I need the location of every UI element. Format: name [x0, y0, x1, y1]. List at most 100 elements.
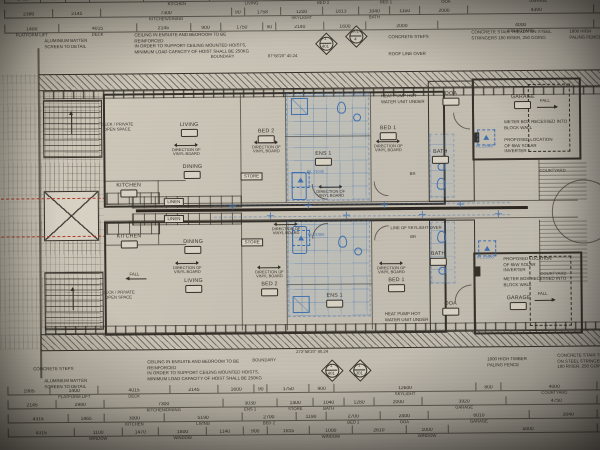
dimension-value: 1000	[325, 428, 337, 434]
dimension-label: ENS 1	[244, 405, 257, 411]
dimension-value: 1758	[256, 9, 268, 15]
dimension-value: 1000	[421, 427, 433, 433]
boxed-label-text: LINEN	[167, 216, 181, 222]
grid-cross-marker	[494, 210, 502, 218]
garage-fall-arrow-icon	[534, 299, 555, 301]
dimension-cell: 3110BED 1	[352, 0, 419, 4]
garage-fall-arrow-icon	[536, 106, 557, 108]
dimension-label: LIVING	[244, 0, 259, 5]
dimension-cell: 1758	[243, 7, 281, 17]
small-label: FALL	[538, 291, 548, 296]
grid-cross-marker	[266, 212, 274, 220]
small-label-text: FALL	[540, 97, 550, 103]
dimension-value: 1100	[92, 430, 104, 436]
grid-cross-marker	[418, 210, 426, 218]
annotation-note: CONCRETE STEPS	[33, 366, 73, 372]
room-name: OOA	[444, 300, 457, 307]
small-label: 87°58'20" 40.24	[268, 53, 298, 58]
note-text: CONCRETE STAIR TREADS ON STEEL STRINGERS…	[557, 352, 600, 370]
dimension-value: 1040	[323, 400, 335, 406]
dimension-cell: 800	[475, 382, 501, 392]
small-label-text: DECK / PRIVATE OPEN SPACE	[102, 289, 135, 300]
note-text: CONCRETE STEPS	[388, 33, 429, 40]
boxed-label-text: LINEN	[167, 199, 181, 205]
dimension-value: 2145	[26, 402, 38, 408]
dimension-label	[9, 423, 68, 424]
bottom-stair-flight	[44, 271, 104, 331]
room-name: LIVING	[179, 121, 199, 129]
room-name: BATH	[430, 250, 446, 257]
annotation-note: CEILING IN ENSUITE AND BEDROOM TO BE REI…	[147, 358, 265, 382]
room-label: LIVING	[184, 278, 203, 293]
toilet-icon	[437, 230, 447, 243]
boxed-label: LINEN	[163, 198, 184, 207]
section-marker: 1 401	[314, 31, 338, 55]
dimension-value: 1140	[219, 429, 231, 435]
dimension-value: 900	[201, 25, 210, 31]
dimension-label: WINDOW	[173, 434, 192, 440]
small-label: BOUNDARY	[252, 357, 276, 362]
dimension-cell: 2145	[135, 22, 190, 33]
double-arrow-icon	[377, 141, 400, 143]
dimension-value: 90	[266, 24, 273, 30]
small-label-text: BOUNDARY	[252, 357, 277, 363]
dimension-value: 4315	[35, 430, 47, 436]
dimension-cell: 1813	[322, 6, 359, 16]
dimension-label: BED 2	[262, 419, 275, 425]
dimension-cell: 4750	[505, 395, 600, 406]
annotation-note: PROPOSED LOCATION OF 6kW SOLAR INVERTER	[504, 137, 552, 155]
room-name: ENS 1	[315, 150, 332, 157]
grid-cross-marker	[342, 211, 350, 219]
small-label: LINE OF SKYLIGHT OVER	[390, 225, 441, 230]
dimension-label: KITCHEN/DINING	[146, 406, 181, 412]
dimension-cell: 900	[308, 383, 334, 393]
room-tag-box	[180, 129, 198, 138]
dimension-label: WINDOW	[321, 433, 341, 439]
annotation-note: CONCRETE STAIR TREADS ON STEEL STRINGERS…	[557, 352, 600, 370]
dimension-label: BED 2	[317, 0, 330, 5]
dimension-value: 5000	[522, 425, 534, 432]
small-label-text: 87°58'20" 40.24	[267, 53, 298, 59]
meter-box	[475, 266, 481, 277]
small-label: DECK / PRIVATE OPEN SPACE	[101, 121, 134, 131]
dimension-value: 2000	[396, 23, 408, 29]
dimension-cell: 1280	[343, 397, 374, 407]
double-arrow-icon	[319, 186, 342, 188]
small-label-text: BR	[409, 170, 416, 177]
room-name: BED 1	[388, 277, 405, 284]
dimension-value: 5190	[197, 415, 209, 421]
rl-value: RL 21045	[475, 143, 493, 149]
double-arrow-icon	[380, 263, 403, 265]
note-text: PROPOSED LOCATION OF 6kW SOLAR INVERTER	[504, 136, 553, 154]
dimension-value: 2000	[392, 399, 404, 405]
level-arrow-icon	[298, 235, 305, 241]
note-text: HEAT PUMP HOT WATER UNIT UNDER	[380, 92, 425, 105]
dimension-label	[506, 404, 600, 405]
dimension-cell: 4315	[7, 427, 74, 438]
dimension-value: 1200	[296, 9, 308, 15]
section-marker: 1 401	[320, 358, 344, 382]
dimension-label: KITCHEN	[167, 0, 187, 6]
room-label: DINING	[183, 239, 203, 254]
annotation-note: CONCRETE STAIR TREADS ON STEEL STRINGERS…	[471, 29, 551, 41]
small-label-text: FALL	[129, 271, 140, 277]
room-name: BED 1	[379, 125, 397, 132]
small-label-text: 273°58'20" 40.24	[296, 348, 329, 355]
basin-icon	[438, 266, 447, 275]
room-label: BATH	[429, 250, 447, 266]
dimension-value: 1190	[305, 414, 317, 420]
dimension-cell: 1470	[121, 427, 159, 437]
dimension-cell: 900	[242, 426, 268, 436]
dimension-label: BED 1	[347, 418, 360, 425]
room-name: GARAGE	[506, 294, 531, 302]
room-tag-box	[184, 246, 202, 254]
